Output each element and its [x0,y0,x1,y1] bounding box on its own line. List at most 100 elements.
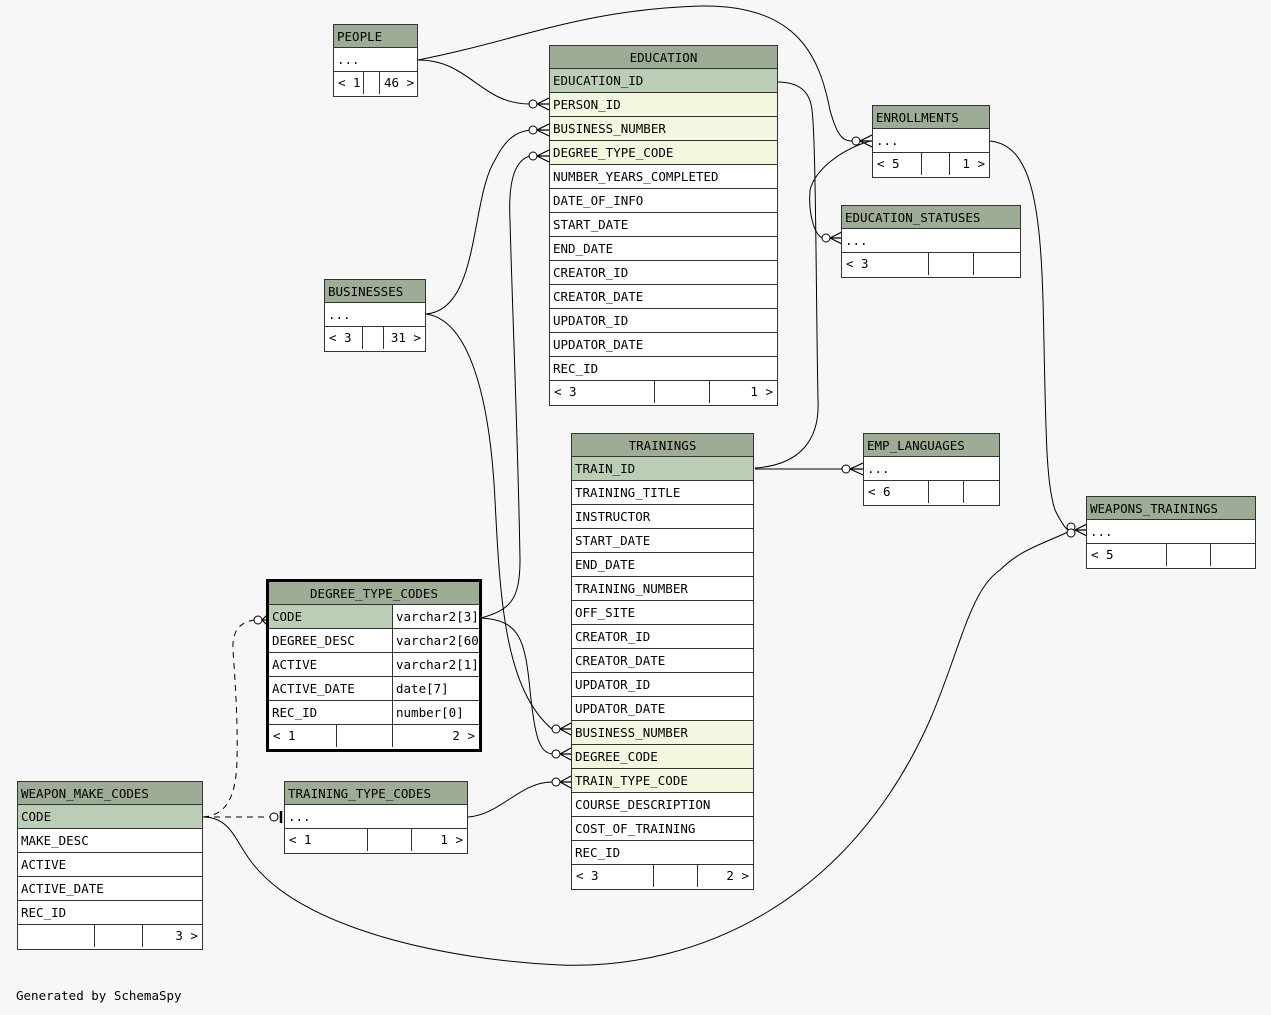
crows-foot [849,462,864,476]
parents-count: < 1 [334,72,364,94]
column-row: CREATOR_ID [572,625,753,649]
table-footer: 3 > [18,925,202,947]
degree-type-codes-table[interactable]: DEGREE_TYPE_CODES CODE varchar2[3] DEGRE… [266,579,482,752]
column-row: MAKE_DESC [18,829,202,853]
endpoint-circle [551,749,561,759]
emp-languages-table[interactable]: EMP_LANGUAGES ... < 6 [863,433,1000,506]
table-title: WEAPON_MAKE_CODES [18,782,202,805]
column-row: ACTIVE [18,853,202,877]
crows-foot [536,149,550,163]
crows-foot [829,231,843,245]
parents-count [18,925,95,947]
crows-foot [536,123,550,137]
training-type-codes-table[interactable]: TRAINING_TYPE_CODES ... < 1 1 > [284,781,468,854]
column-row: REC_ID [572,841,753,865]
children-count: 3 > [175,928,198,943]
column-row: NUMBER_YEARS_COMPLETED [550,165,777,189]
collapsed-columns: ... [1087,520,1255,544]
column-row: CREATOR_DATE [550,285,777,309]
parents-count: < 3 [550,381,655,403]
column-row: EDUCATION_ID [550,69,777,93]
table-footer: < 6 [864,481,999,503]
crows-foot [1074,523,1088,537]
footer-middle [364,72,380,94]
children-count: 1 > [440,832,463,847]
people-table[interactable]: PEOPLE ... < 1 46 > [333,24,418,97]
weapon-make-codes-table[interactable]: WEAPON_MAKE_CODES CODE MAKE_DESC ACTIVE … [17,781,203,950]
column-row: CODE [18,805,202,829]
column-row: DEGREE_DESC varchar2[60] [269,629,479,653]
children-count [964,481,999,503]
column-row: TRAINING_TITLE [572,481,753,505]
table-title: ENROLLMENTS [873,106,989,129]
table-title: PEOPLE [334,25,417,48]
column-row: BUSINESS_NUMBER [550,117,777,141]
column-row: DEGREE_TYPE_CODE [550,141,777,165]
children-count [1211,544,1255,566]
education-table[interactable]: EDUCATION EDUCATION_ID PERSON_ID BUSINES… [549,45,778,406]
endpoint-circle [528,99,538,109]
column-row: TRAIN_TYPE_CODE [572,769,753,793]
table-title: EDUCATION_STATUSES [842,206,1020,229]
footer-middle [655,381,710,403]
column-row: PERSON_ID [550,93,777,117]
column-name: CODE [272,609,303,624]
businesses-table[interactable]: BUSINESSES ... < 3 31 > [324,279,426,352]
column-row: UPDATOR_ID [572,673,753,697]
column-row: REC_ID number[0] [269,701,479,725]
column-row: END_DATE [572,553,753,577]
column-row: CODE varchar2[3] [269,605,479,629]
column-row: UPDATOR_DATE [572,697,753,721]
table-footer: < 3 2 > [572,865,753,887]
column-row: INSTRUCTOR [572,505,753,529]
children-count: 46 > [384,75,415,90]
children-count: 1 > [962,156,985,171]
parents-count: < 6 [864,481,929,503]
column-type: varchar2[60] [392,629,479,652]
collapsed-columns: ... [325,303,425,327]
column-row: CREATOR_ID [550,261,777,285]
footer-middle [363,327,384,349]
endpoint-circle [528,125,538,135]
table-title: TRAININGS [572,434,753,457]
column-row: DATE_OF_INFO [550,189,777,213]
parents-count: < 3 [325,327,363,349]
footer-middle [929,481,964,503]
weapons-trainings-table[interactable]: WEAPONS_TRAININGS ... < 5 [1086,496,1256,569]
endpoint-circle [851,136,861,146]
table-title: BUSINESSES [325,280,425,303]
parents-count: < 5 [873,153,922,175]
crows-foot [536,97,550,111]
edge-people-education [417,59,531,105]
edge-weaponmake-degree [202,619,256,818]
column-name: DEGREE_DESC [272,633,355,648]
education-statuses-table[interactable]: EDUCATION_STATUSES ... < 3 [841,205,1021,278]
endpoint-circle [551,777,561,787]
generator-credit: Generated by SchemaSpy [16,988,182,1003]
enrollments-table[interactable]: ENROLLMENTS ... < 5 1 > [872,105,990,178]
column-row: REC_ID [550,357,777,381]
column-row: ACTIVE_DATE date[7] [269,677,479,701]
collapsed-columns: ... [285,805,467,829]
trainings-table[interactable]: TRAININGS TRAIN_ID TRAINING_TITLE INSTRU… [571,433,754,890]
edge-traintype-trainings [467,781,553,818]
table-footer: < 5 [1087,544,1255,566]
table-footer: < 5 1 > [873,153,989,175]
parents-count: < 5 [1087,544,1167,566]
column-row: END_DATE [550,237,777,261]
footer-middle [654,865,698,887]
collapsed-columns: ... [334,48,417,72]
endpoint-circle [1066,528,1076,538]
column-type: varchar2[3] [392,605,479,628]
edge-businesses-education [425,129,531,315]
column-row: START_DATE [550,213,777,237]
crows-foot [559,722,572,736]
table-footer: < 3 31 > [325,327,425,349]
crows-foot [559,747,572,761]
footer-middle [337,725,393,747]
column-row: START_DATE [572,529,753,553]
column-row: UPDATOR_DATE [550,333,777,357]
column-name: REC_ID [272,705,318,720]
children-count: 1 > [750,384,773,399]
column-row: CREATOR_DATE [572,649,753,673]
